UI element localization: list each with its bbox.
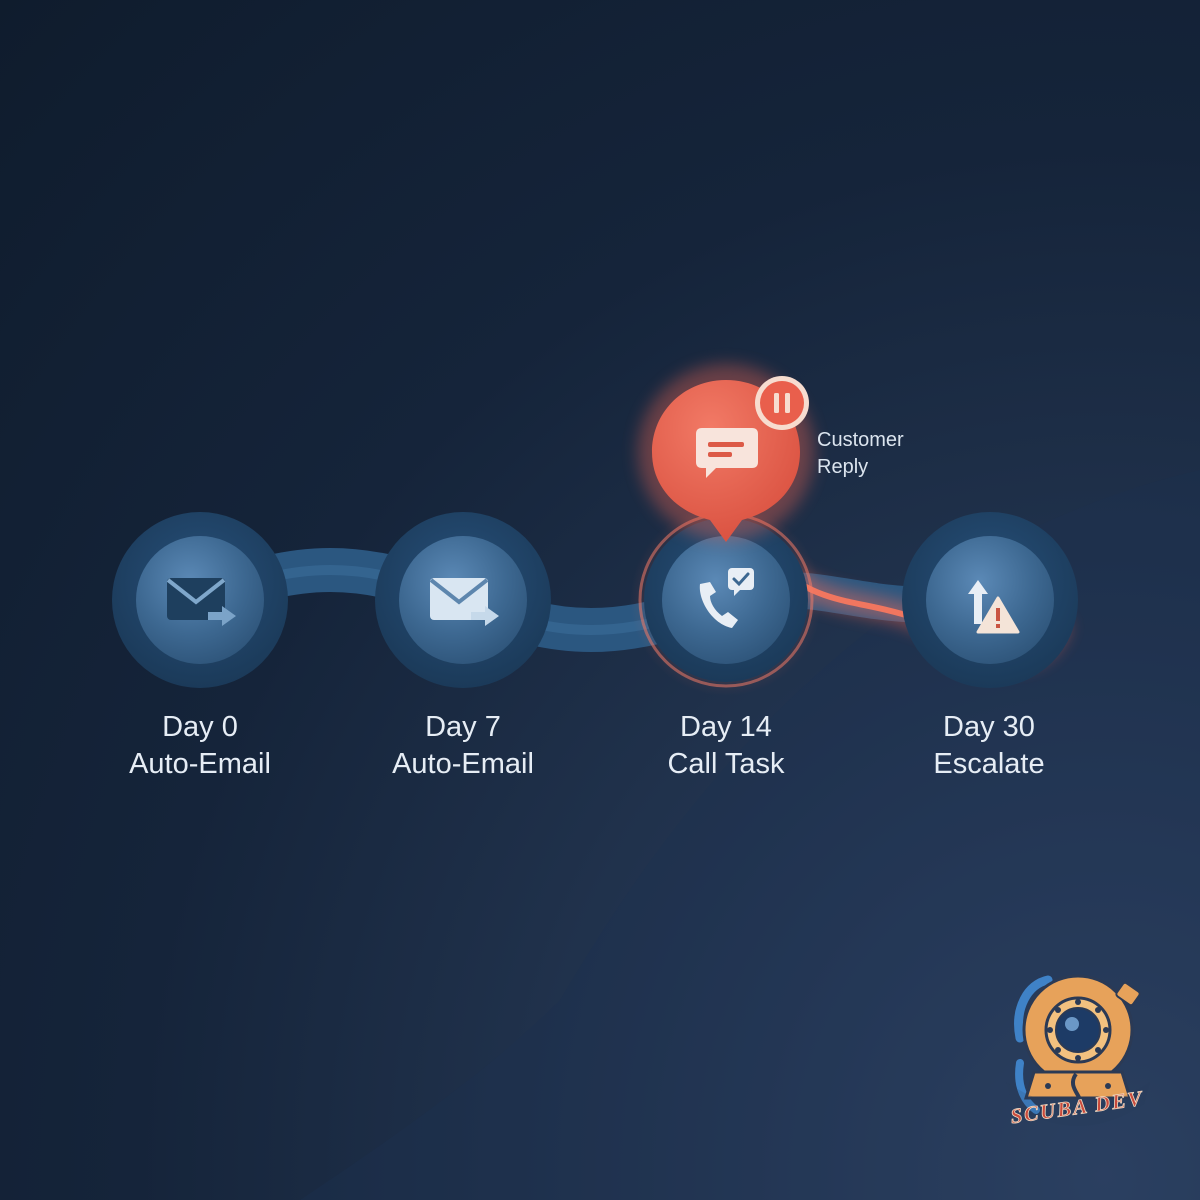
email-forward-icon [429, 578, 499, 626]
scuba-dev-logo: SCUBA DEV [1006, 974, 1150, 1129]
step-action: Escalate [933, 748, 1045, 780]
step-label-day-7: Day 7 Auto-Email [343, 709, 583, 783]
step-node-day-14[interactable] [630, 504, 822, 696]
step-label-day-30: Day 30 Escalate [869, 709, 1109, 783]
customer-reply-label: Customer Reply [817, 427, 904, 481]
step-label-day-14: Day 14 Call Task [606, 709, 846, 783]
chat-bubble-icon [696, 428, 758, 478]
phone-check-icon [699, 568, 754, 628]
step-day: Day 30 [943, 711, 1035, 743]
step-node-day-7[interactable] [375, 512, 551, 688]
step-day: Day 0 [162, 711, 238, 743]
step-action: Auto-Email [129, 748, 271, 780]
event-line-1: Customer [817, 429, 904, 451]
escalate-warning-icon [968, 580, 1020, 634]
pause-badge[interactable] [755, 376, 809, 430]
step-day: Day 7 [425, 711, 501, 743]
step-action: Auto-Email [392, 748, 534, 780]
pause-icon [774, 393, 790, 413]
step-node-day-30[interactable] [902, 512, 1078, 688]
step-action: Call Task [667, 748, 785, 780]
diving-helmet-icon [1014, 974, 1141, 1114]
step-label-day-0: Day 0 Auto-Email [80, 709, 320, 783]
customer-reply-event[interactable] [638, 364, 814, 542]
email-forward-icon [166, 578, 236, 626]
step-node-day-0[interactable] [112, 512, 288, 688]
step-day: Day 14 [680, 711, 772, 743]
event-line-2: Reply [817, 456, 869, 478]
